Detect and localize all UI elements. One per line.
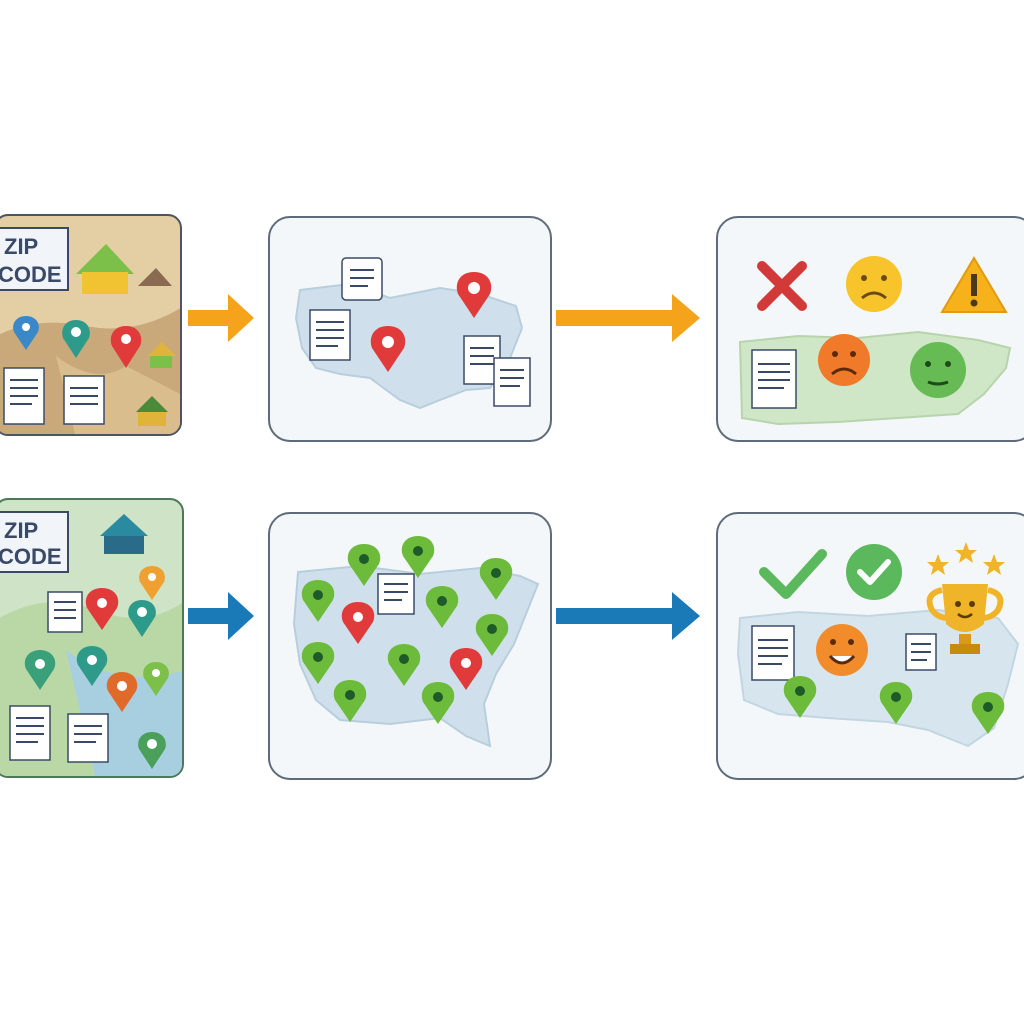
- map-pin-icon: [333, 680, 367, 722]
- map-pin-icon: [301, 642, 335, 684]
- outcome-panel-before: [716, 216, 1024, 442]
- map-pin-icon: [85, 588, 119, 630]
- outcome-panel-after: [716, 512, 1024, 780]
- source-card-after: ZIP CODE: [0, 498, 184, 778]
- map-pin-icon: [479, 558, 513, 600]
- document-icon: [9, 705, 51, 761]
- stamp-line-2: CODE: [0, 544, 62, 569]
- trophy-icon: [926, 584, 1004, 654]
- map-pin-icon: [106, 672, 138, 712]
- flow-arrow-blue-long: [556, 592, 700, 640]
- cross-icon: [757, 261, 807, 311]
- map-pin-icon: [138, 732, 166, 769]
- source-card-after-illustration: ZIP CODE: [0, 511, 182, 776]
- map-pin-icon: [139, 566, 165, 600]
- house-icon: [100, 514, 148, 554]
- checkmark-icon: [759, 549, 827, 599]
- source-card-before-illustration: ZIP CODE: [0, 227, 180, 434]
- map-panel-before: [268, 216, 552, 442]
- map-pin-icon: [128, 600, 156, 637]
- map-pin-icon: [347, 544, 381, 586]
- house-icon: [138, 268, 172, 286]
- document-icon: [751, 349, 797, 409]
- stamp-line-1: ZIP: [4, 234, 38, 259]
- star-icon: [983, 554, 1005, 575]
- map-pin-icon: [341, 602, 375, 644]
- document-icon: [493, 357, 531, 407]
- us-map-sparse: [294, 257, 531, 410]
- document-icon: [309, 309, 351, 361]
- map-pin-icon: [456, 272, 492, 318]
- map-pin-icon: [110, 326, 142, 368]
- frown-face-icon: [818, 334, 870, 386]
- map-pin-icon: [971, 692, 1005, 734]
- document-icon: [751, 625, 795, 681]
- stamp-line-2: CODE: [0, 262, 62, 287]
- us-map-dense: [292, 536, 540, 748]
- map-pin-icon: [401, 536, 435, 578]
- flow-arrow-blue: [188, 592, 254, 640]
- stamp-line-1: ZIP: [4, 518, 38, 543]
- check-circle-icon: [846, 544, 902, 600]
- outcome-after-illustration: [736, 542, 1020, 748]
- document-icon: [67, 713, 109, 763]
- map-pin-icon: [62, 320, 90, 358]
- star-icon: [927, 554, 949, 575]
- flow-arrow-orange: [188, 294, 254, 342]
- document-icon: [47, 591, 83, 633]
- map-pin-icon: [879, 682, 913, 724]
- warning-icon: [940, 256, 1008, 313]
- document-icon: [3, 367, 45, 425]
- map-pin-icon: [301, 580, 335, 622]
- map-pin-icon: [475, 614, 509, 656]
- outcome-before-illustration: [738, 256, 1012, 426]
- zip-code-stamp: ZIP CODE: [0, 227, 69, 291]
- flow-arrow-orange-long: [556, 294, 700, 342]
- neutral-face-icon: [910, 342, 966, 398]
- map-pin-icon: [421, 682, 455, 724]
- map-pin-icon: [387, 644, 421, 686]
- source-card-before: ZIP CODE: [0, 214, 182, 436]
- house-icon: [148, 342, 176, 368]
- zip-code-stamp: ZIP CODE: [0, 511, 69, 573]
- sad-face-icon: [846, 256, 902, 312]
- document-icon: [63, 375, 105, 425]
- house-icon: [136, 396, 168, 426]
- map-pin-icon: [370, 326, 406, 372]
- map-pin-icon: [783, 676, 817, 718]
- map-panel-after: [268, 512, 552, 780]
- house-icon: [76, 244, 134, 294]
- map-pin-icon: [143, 662, 169, 696]
- map-pin-icon: [76, 646, 108, 686]
- star-icon: [955, 542, 977, 563]
- map-pin-icon: [24, 650, 56, 690]
- document-icon: [905, 633, 937, 671]
- map-pin-icon: [13, 316, 39, 350]
- smile-face-icon: [816, 624, 868, 676]
- document-icon: [377, 573, 415, 615]
- map-pin-icon: [425, 586, 459, 628]
- document-icon: [341, 257, 383, 301]
- map-pin-icon: [449, 648, 483, 690]
